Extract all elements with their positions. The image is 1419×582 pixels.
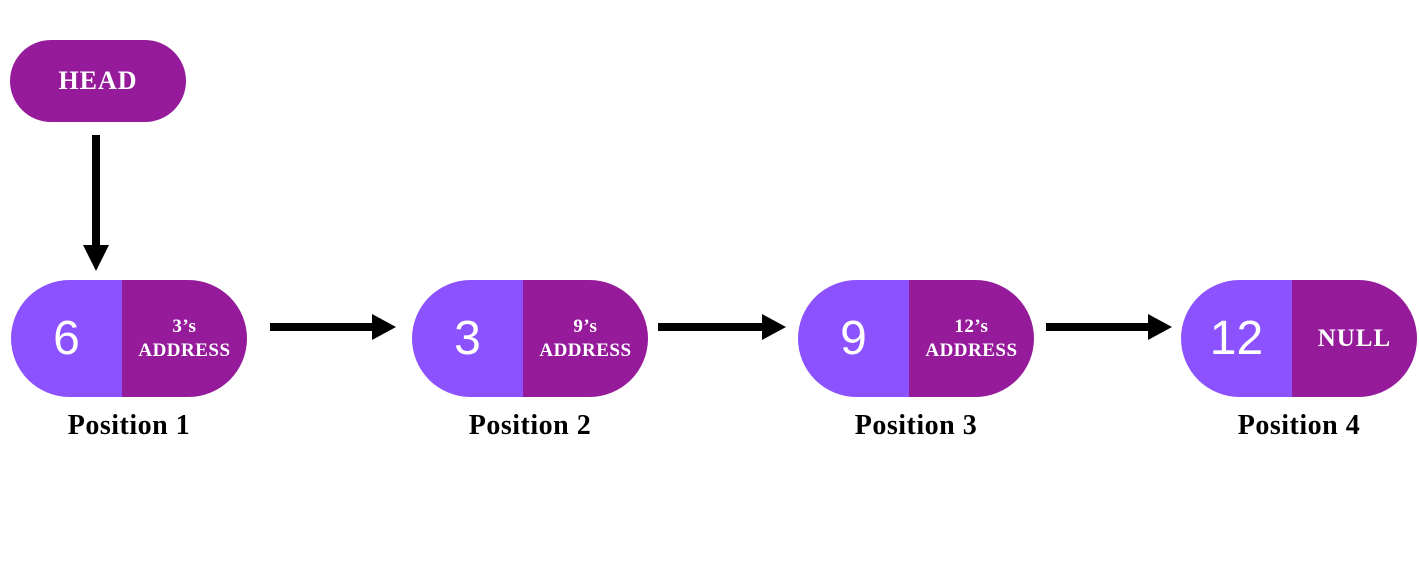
arrow-node1-node2-icon bbox=[270, 314, 396, 340]
node-value-cell: 12 bbox=[1181, 280, 1292, 397]
node-value-cell: 3 bbox=[412, 280, 523, 397]
arrow-node2-node3-icon bbox=[658, 314, 786, 340]
position-label: Position 3 bbox=[854, 410, 978, 441]
head-label: HEAD bbox=[58, 66, 138, 95]
position-label: Position 2 bbox=[468, 410, 592, 441]
pointer-line-2: ADDRESS bbox=[539, 339, 632, 361]
pointer-line-2: ADDRESS bbox=[138, 339, 231, 361]
head-down-arrow-icon bbox=[83, 135, 109, 271]
pointer-line-1: NULL bbox=[1317, 324, 1392, 352]
node-value-cell: 9 bbox=[798, 280, 909, 397]
node-value: 12 bbox=[1209, 311, 1264, 365]
node-pointer: 9’s ADDRESS bbox=[539, 315, 631, 363]
node: 12 NULL bbox=[1181, 280, 1417, 397]
pointer-line-1: 9’s bbox=[573, 315, 598, 337]
node-value: 9 bbox=[840, 311, 867, 365]
node-pointer-cell: 9’s ADDRESS bbox=[522, 280, 648, 397]
head-pill: HEAD bbox=[10, 40, 186, 122]
node-pointer: NULL bbox=[1318, 323, 1391, 354]
arrow-node3-node4-icon bbox=[1046, 314, 1172, 340]
node: 6 3’s ADDRESS bbox=[11, 280, 247, 397]
pointer-line-2: ADDRESS bbox=[925, 339, 1018, 361]
node-pointer: 12’s ADDRESS bbox=[925, 315, 1017, 363]
node-pointer-cell: 3’s ADDRESS bbox=[121, 280, 247, 397]
node-pointer: 3’s ADDRESS bbox=[138, 315, 230, 363]
position-label: Position 1 bbox=[67, 410, 191, 441]
node-value: 3 bbox=[454, 311, 481, 365]
pointer-line-1: 12’s bbox=[954, 315, 989, 337]
node-pointer-cell: NULL bbox=[1291, 280, 1417, 397]
node-value-cell: 6 bbox=[11, 280, 122, 397]
node: 3 9’s ADDRESS bbox=[412, 280, 648, 397]
node-value: 6 bbox=[53, 311, 80, 365]
node: 9 12’s ADDRESS bbox=[798, 280, 1034, 397]
node-pointer-cell: 12’s ADDRESS bbox=[908, 280, 1034, 397]
position-label: Position 4 bbox=[1237, 410, 1361, 441]
pointer-line-1: 3’s bbox=[172, 315, 197, 337]
